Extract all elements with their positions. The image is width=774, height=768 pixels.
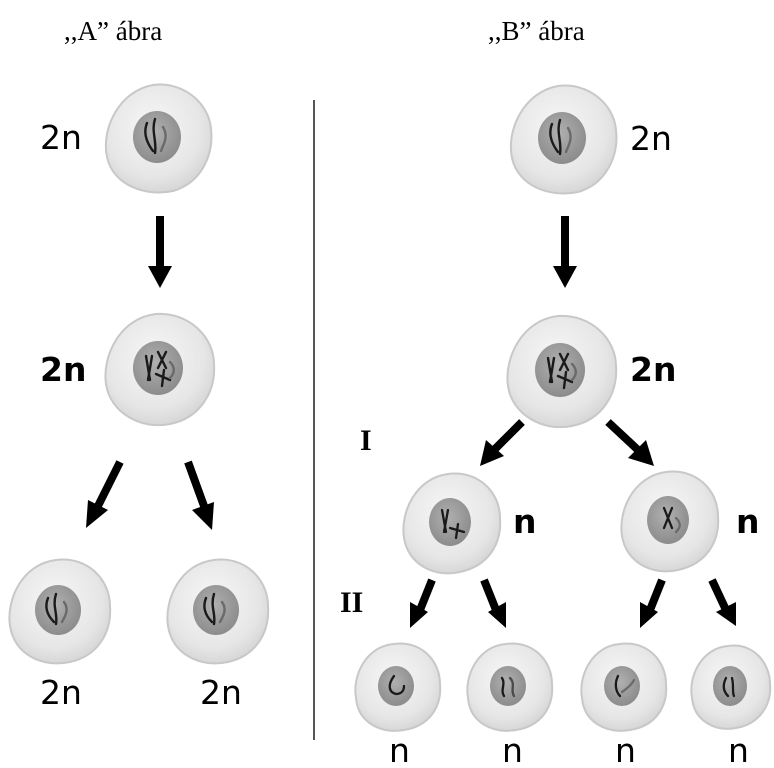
arrow-b-meiosis-two-4 [708, 578, 736, 626]
chromosomes [388, 674, 406, 696]
chromosomes [440, 508, 466, 540]
nucleus [378, 666, 414, 706]
cell-b-meiosis [506, 314, 618, 429]
nucleus [193, 585, 239, 635]
chromosomes [722, 676, 736, 698]
panel-a-title: ,,A” ábra [64, 16, 162, 46]
label-b-gamete-2: n [502, 731, 523, 768]
cell-b-gamete-3 [580, 642, 668, 732]
cell-a-parent [104, 83, 213, 194]
nucleus [429, 498, 471, 546]
arrow-b-meiosis-right [605, 419, 654, 466]
panel-b-title: ,,B” ábra [488, 16, 585, 46]
label-a-bottom-right: 2n [200, 673, 242, 712]
label-a-bottom-left: 2n [40, 673, 82, 712]
stage-two-label: II [340, 586, 363, 619]
cell-b-gamete-1 [354, 642, 442, 732]
nucleus [35, 585, 81, 635]
label-b-meiosis-one-right: n [736, 502, 760, 541]
label-b-middle: 2n [630, 350, 676, 389]
label-a-middle: 2n [40, 350, 86, 389]
cell-b-meiosis-one-right [620, 470, 720, 573]
label-b-gamete-4: n [728, 731, 749, 768]
cell-b-meiosis-one-left [402, 472, 502, 575]
chromosomes [662, 506, 681, 534]
arrow-a-right [184, 460, 214, 530]
nucleus [713, 666, 747, 706]
nucleus [490, 666, 526, 706]
stage-one-label: I [360, 424, 372, 457]
chromosomes [614, 674, 636, 698]
cell-a-daughter-right [166, 558, 270, 665]
chromosomes [500, 676, 516, 698]
label-a-top: 2n [40, 118, 82, 157]
cell-b-gamete-2 [466, 642, 554, 732]
label-b-meiosis-one-left: n [513, 502, 537, 541]
arrow-b-meiosis-two-3 [640, 578, 666, 628]
arrow-a-left [86, 460, 124, 528]
panel-a: 2n 2n [8, 83, 270, 712]
nucleus [133, 111, 181, 163]
cell-a-daughter-left [8, 558, 112, 665]
label-b-top: 2n [630, 119, 672, 158]
cell-a-mitosis [104, 312, 216, 427]
arrow-b-meiosis-two-1 [410, 578, 436, 628]
nucleus [538, 112, 586, 164]
chromosomes [549, 118, 572, 156]
chromosomes [45, 592, 68, 626]
arrow-b-meiosis-left [480, 419, 525, 466]
chromosomes [144, 350, 175, 388]
label-b-gamete-3: n [615, 731, 636, 768]
nucleus [604, 666, 640, 706]
label-b-gamete-1: n [389, 731, 410, 768]
arrow-b-meiosis-two-2 [480, 578, 506, 628]
chromosomes [546, 352, 577, 390]
chromosomes [144, 117, 167, 155]
cell-b-parent [509, 84, 618, 195]
arrow-a-down [148, 216, 172, 288]
chromosomes [203, 592, 226, 626]
arrow-b-down [553, 216, 577, 288]
cell-b-gamete-4 [690, 644, 772, 730]
panel-b: 2n 2n I [340, 84, 772, 768]
